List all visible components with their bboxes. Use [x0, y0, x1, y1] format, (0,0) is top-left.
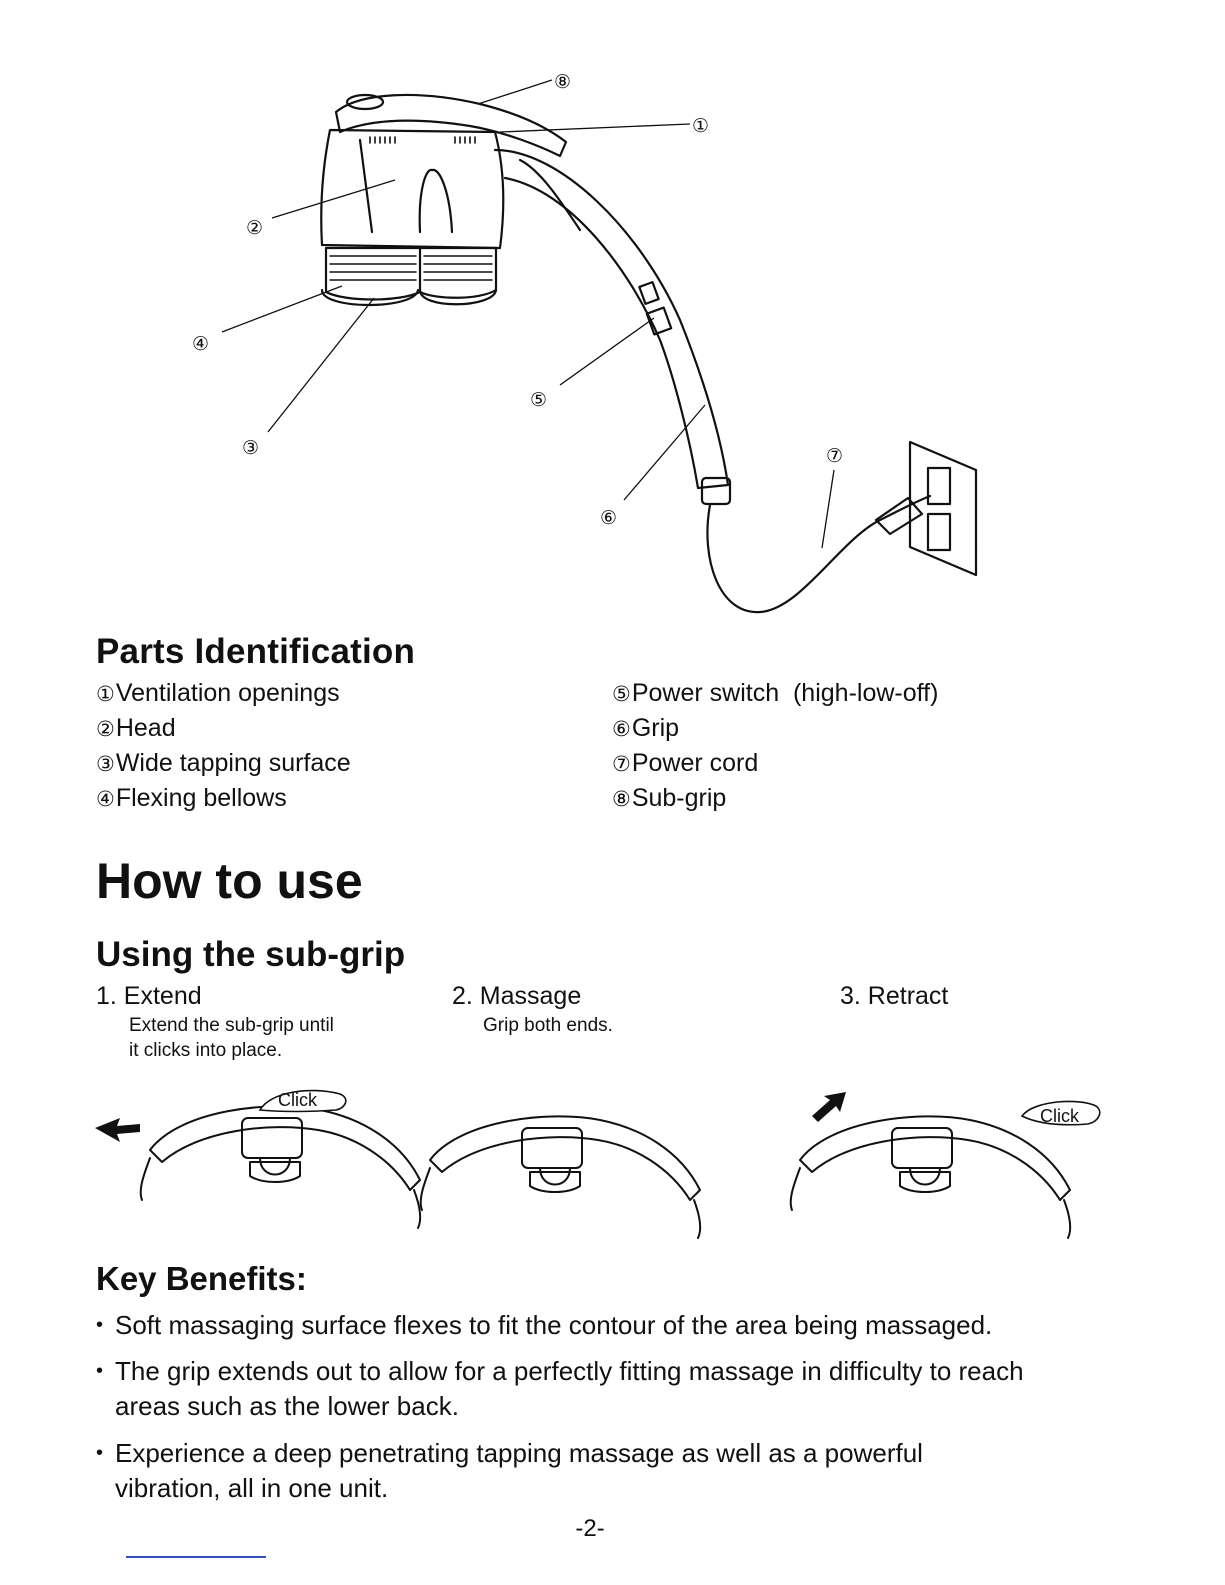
part-label: Sub-grip — [631, 784, 727, 812]
benefit-text: Soft massaging surface flexes to fit the… — [115, 1310, 993, 1340]
key-benefits-heading: Key Benefits: — [96, 1260, 307, 1297]
step-retract: 3. Retract — [840, 982, 948, 1011]
part-number: ⑧ — [612, 787, 631, 811]
step-extend: 1. Extend Extend the sub-grip until it c… — [96, 982, 334, 1063]
step-description: Grip both ends. — [483, 1015, 613, 1036]
part-number: ② — [96, 717, 115, 741]
using-sub-grip-heading: Using the sub-grip — [96, 935, 406, 974]
part-label: Wide tapping surface — [115, 749, 351, 777]
benefit-text: Experience a deep penetrating tapping ma… — [115, 1438, 923, 1503]
handle-illustration — [493, 148, 730, 490]
bottom-divider — [126, 1556, 266, 1558]
part-number: ① — [96, 682, 115, 706]
bullet: • — [96, 1442, 104, 1464]
step-title: 1. Extend — [96, 982, 202, 1010]
part-label: Head — [115, 714, 176, 742]
callout-1: ① — [692, 115, 709, 137]
callout-4: ④ — [192, 333, 209, 355]
bullet: • — [96, 1314, 104, 1336]
part-item: ④Flexing bellows — [96, 781, 351, 816]
benefit-item: • Soft massaging surface flexes to fit t… — [96, 1308, 1106, 1343]
step-description: it clicks into place. — [129, 1040, 283, 1061]
step-massage: 2. Massage Grip both ends. — [452, 982, 613, 1038]
part-label: Ventilation openings — [115, 679, 340, 707]
part-item: ⑤Power switch (high-low-off) — [612, 676, 938, 711]
callout-8: ⑧ — [554, 71, 571, 93]
parts-list-left: ①Ventilation openings ②Head ③Wide tappin… — [96, 676, 351, 816]
callout-2: ② — [246, 217, 263, 239]
page-number: -2- — [575, 1515, 605, 1542]
step-title: 3. Retract — [840, 982, 949, 1010]
benefit-text: The grip extends out to allow for a perf… — [115, 1356, 1024, 1421]
part-item: ①Ventilation openings — [96, 676, 351, 711]
benefit-item: • Experience a deep penetrating tapping … — [96, 1436, 1106, 1506]
callout-7: ⑦ — [826, 445, 843, 467]
part-label: Flexing bellows — [115, 784, 287, 812]
callout-5: ⑤ — [530, 389, 547, 411]
part-label: Power switch (high-low-off) — [631, 679, 939, 707]
parts-identification-heading: Parts Identification — [96, 632, 416, 671]
click-label-3: Click — [1040, 1106, 1080, 1126]
part-number: ⑦ — [612, 752, 631, 776]
part-label: Grip — [631, 714, 680, 742]
part-number: ③ — [96, 752, 115, 776]
part-item: ②Head — [96, 711, 351, 746]
head-illustration — [320, 128, 505, 250]
massager-diagram: ⑧ ① ② ④ ⑤ ③ ⑦ ⑥ — [192, 71, 978, 614]
part-number: ⑥ — [612, 717, 631, 741]
part-label: Power cord — [631, 749, 759, 777]
part-number: ⑤ — [612, 682, 631, 706]
power-cord-illustration — [706, 494, 932, 614]
benefit-item: • The grip extends out to allow for a pe… — [96, 1354, 1106, 1424]
parts-list-right: ⑤Power switch (high-low-off) ⑥Grip ⑦Powe… — [612, 676, 938, 816]
sub-grip-steps-illustration: Click Click — [95, 1089, 1101, 1239]
power-switch-illustration — [638, 281, 660, 305]
how-to-use-heading: How to use — [96, 853, 363, 909]
callout-3: ③ — [242, 437, 259, 459]
part-item: ③Wide tapping surface — [96, 746, 351, 781]
part-item: ⑥Grip — [612, 711, 938, 746]
part-item: ⑧Sub-grip — [612, 781, 938, 816]
bullet: • — [96, 1360, 104, 1382]
sub-grip-illustration — [334, 93, 568, 158]
step-description: Extend the sub-grip until — [129, 1015, 334, 1036]
part-number: ④ — [96, 787, 115, 811]
step-title: 2. Massage — [452, 982, 582, 1010]
wall-outlet-illustration — [908, 440, 978, 577]
click-label-1: Click — [278, 1090, 318, 1110]
callout-6: ⑥ — [600, 507, 617, 529]
part-item: ⑦Power cord — [612, 746, 938, 781]
